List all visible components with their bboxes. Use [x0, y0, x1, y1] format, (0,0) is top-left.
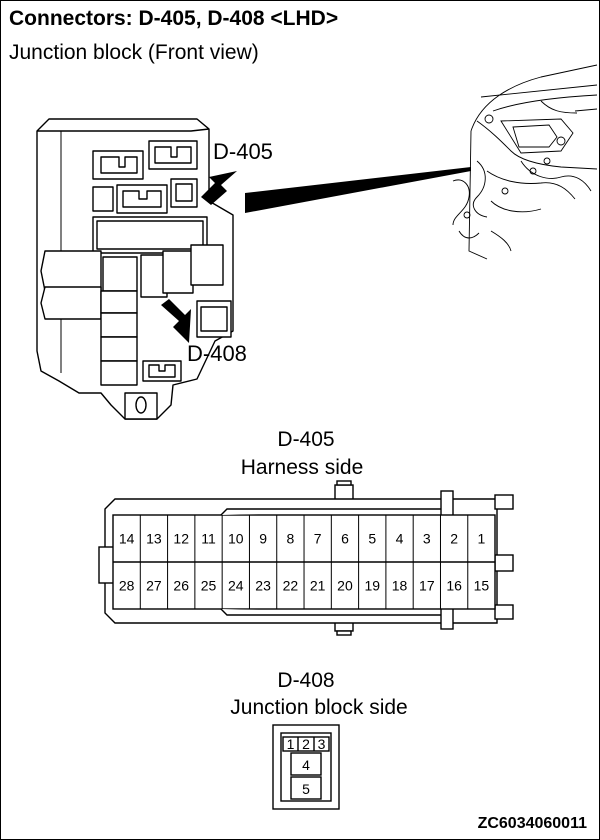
d408-pin-2: 2 [302, 736, 310, 752]
d405-pin-15: 15 [474, 578, 490, 594]
d405-pin-10: 10 [228, 531, 244, 547]
d405-pin-21: 21 [310, 578, 326, 594]
d405-pin-13: 13 [146, 531, 162, 547]
connector-d408-drawing: 1 2 3 4 5 [272, 724, 340, 810]
d405-pin-26: 26 [173, 578, 189, 594]
d405-pin-12: 12 [173, 531, 189, 547]
diagram-subtitle: Junction block (Front view) [9, 41, 259, 64]
d405-pin-18: 18 [392, 578, 408, 594]
d408-connector-side: Junction block side [230, 696, 408, 719]
d405-pin-8: 8 [286, 531, 294, 547]
arrow-d408 [161, 299, 191, 343]
d405-pin-7: 7 [314, 531, 322, 547]
callout-label-d408: D-408 [187, 341, 247, 366]
d405-connector-name: D-405 [277, 428, 335, 451]
d405-pin-1: 1 [478, 531, 486, 547]
d405-pin-4: 4 [396, 531, 404, 547]
d408-pin-1: 1 [287, 736, 295, 752]
arrow-d405 [201, 171, 237, 205]
callout-label-d405: D-405 [213, 139, 273, 164]
d405-pin-24: 24 [228, 578, 244, 594]
d405-pin-14: 14 [119, 531, 135, 547]
d408-connector-name: D-408 [277, 669, 335, 692]
d405-pin-22: 22 [283, 578, 299, 594]
d405-pin-19: 19 [364, 578, 380, 594]
d405-pin-9: 9 [259, 531, 267, 547]
location-pointer [245, 167, 471, 213]
d405-pin-25: 25 [201, 578, 217, 594]
d405-pin-23: 23 [255, 578, 271, 594]
d405-pin-16: 16 [446, 578, 462, 594]
d405-pin-27: 27 [146, 578, 162, 594]
figure-code: ZC6034060011 [477, 815, 587, 832]
d405-pin-5: 5 [368, 531, 376, 547]
d405-pin-11: 11 [201, 531, 216, 547]
d405-pin-28: 28 [119, 578, 135, 594]
d405-connector-side: Harness side [240, 456, 364, 479]
diagram-title: Connectors: D-405, D-408 <LHD> [9, 7, 339, 30]
d408-pin-4: 4 [302, 757, 310, 773]
d405-pin-6: 6 [341, 531, 349, 547]
d405-pin-3: 3 [423, 531, 431, 547]
d408-pin-3: 3 [318, 736, 326, 752]
d405-pin-20: 20 [337, 578, 353, 594]
d405-pin-2: 2 [450, 531, 458, 547]
d405-pin-17: 17 [419, 578, 435, 594]
dashboard-wiring-sketch [452, 64, 598, 260]
d408-pin-5: 5 [302, 781, 310, 797]
